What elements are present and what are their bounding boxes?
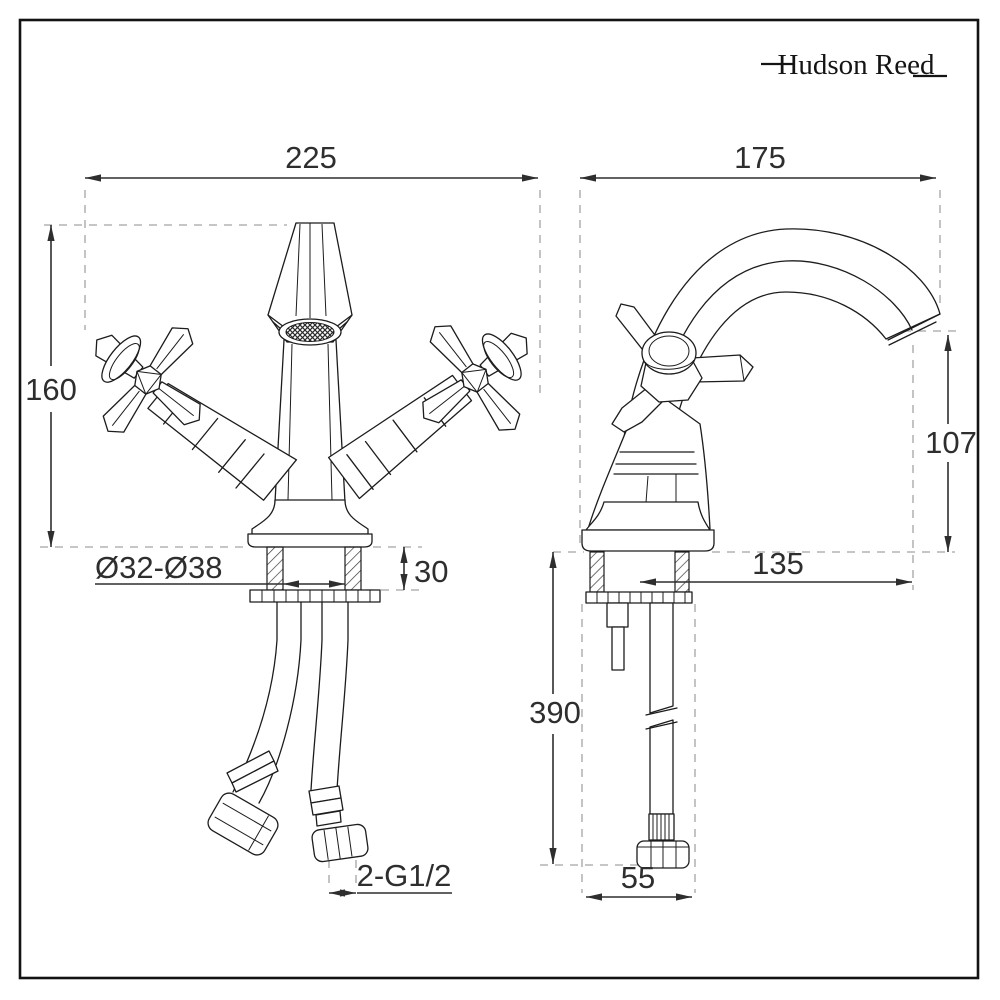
dimension-body-height: 160 <box>25 225 77 547</box>
dim-label-under-deck-width: 55 <box>621 860 655 895</box>
front-right-handle-cap <box>481 333 522 381</box>
side-pipe-nut <box>636 840 690 869</box>
dim-label-front-width: 225 <box>285 140 337 175</box>
front-aerator-mesh <box>285 322 335 342</box>
side-deck-hole <box>589 551 690 593</box>
extension-lines <box>40 190 956 893</box>
dim-label-spout-reach: 135 <box>752 546 804 581</box>
side-fixing-stud <box>606 602 629 671</box>
front-view-drawing <box>95 222 528 863</box>
front-right-hose-nut <box>311 823 369 863</box>
side-washer-plate <box>585 591 693 604</box>
dim-label-under-deck-drop: 390 <box>529 695 581 730</box>
page-border <box>18 18 980 980</box>
dim-label-deck-thickness: 30 <box>414 554 448 589</box>
side-supply-pipe <box>636 602 690 869</box>
dimension-hole-diameter: Ø32-Ø38 <box>95 550 345 588</box>
front-deck-hole <box>266 546 362 591</box>
dimension-side-depth: 175 <box>580 140 936 182</box>
front-left-hose-nut <box>207 792 279 856</box>
brand-logo: Hudson Reed <box>761 49 947 81</box>
brand-logo-text: Hudson Reed <box>777 49 935 81</box>
front-base <box>247 499 373 548</box>
dim-label-inlet-thread: 2-G1/2 <box>357 858 452 893</box>
front-spout-head <box>267 222 353 346</box>
side-cross-handle <box>611 303 754 433</box>
dimension-spout-reach: 135 <box>640 546 912 586</box>
dim-label-spout-height: 107 <box>925 425 977 460</box>
dimension-front-width: 225 <box>85 140 538 182</box>
dimension-under-deck-drop: 390 <box>529 552 581 864</box>
dim-label-side-depth: 175 <box>734 140 786 175</box>
side-view-drawing <box>581 228 941 869</box>
front-body-column <box>274 339 346 503</box>
dimension-inlet-thread: 2-G1/2 <box>329 858 452 897</box>
front-left-handle-cap <box>101 335 142 383</box>
dimension-deck-thickness: 30 <box>400 547 448 590</box>
dimension-spout-height: 107 <box>925 335 977 552</box>
front-left-cross-handle <box>95 327 201 433</box>
dim-label-hole-diameter: Ø32-Ø38 <box>95 550 223 585</box>
side-body <box>587 397 711 530</box>
front-right-cross-handle <box>422 325 528 431</box>
front-washer-plate <box>249 589 381 603</box>
side-handle-cap <box>641 331 697 375</box>
dim-label-body-height: 160 <box>25 372 77 407</box>
front-flexible-hoses <box>207 601 369 863</box>
side-base <box>581 501 715 552</box>
dimension-under-deck-width: 55 <box>586 860 692 901</box>
